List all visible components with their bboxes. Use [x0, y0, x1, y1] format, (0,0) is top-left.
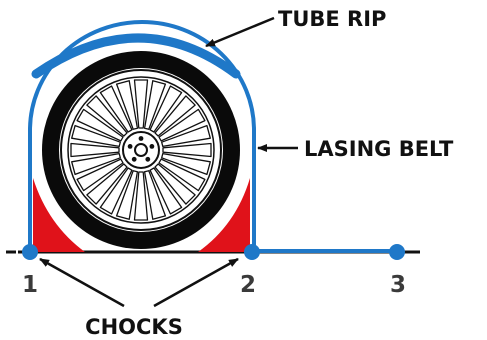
lasing-belt-label: LASING BELT	[304, 137, 454, 161]
lug-nut-icon	[128, 144, 133, 149]
lug-nut-icon	[145, 157, 150, 162]
point-label-1: 1	[22, 272, 38, 298]
hub-center	[135, 144, 147, 156]
chocks-label: CHOCKS	[85, 315, 183, 339]
point-label-3: 3	[390, 272, 406, 298]
anchor-point-icon-2	[244, 244, 260, 260]
lug-nut-icon	[132, 157, 137, 162]
wheel-icon	[42, 51, 240, 249]
anchor-point-icon-1	[22, 244, 38, 260]
lug-nut-icon	[150, 144, 155, 149]
arrow-icon-tube-rip	[206, 18, 274, 46]
tube-rip-label: TUBE RIP	[278, 7, 386, 31]
lug-nut-icon	[139, 136, 144, 141]
arrow-icon-chocks-left	[40, 259, 124, 306]
point-label-2: 2	[240, 272, 256, 298]
anchor-point-icon-3	[389, 244, 405, 260]
arrow-icon-chocks-right	[154, 259, 238, 306]
